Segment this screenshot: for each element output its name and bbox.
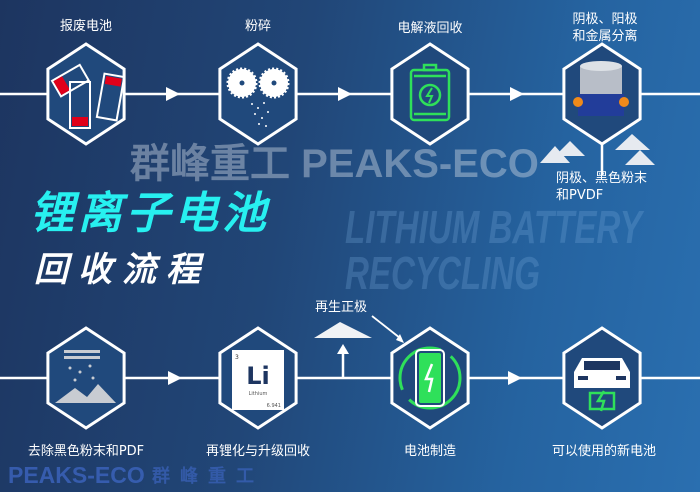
logo-cn: 群峰重工 [152,466,264,487]
arrow-icon [508,371,522,385]
arrow-icon [396,334,404,343]
separation-line2: 和金属分离 [572,29,638,44]
electrolyte-battery-icon [409,63,451,122]
step-label-separation: 阴极、阳极 和金属分离 [572,11,637,45]
bg-text-recycling: RECYCLING [345,247,541,299]
electric-car-icon [574,358,630,412]
powder-removal-icon [55,350,116,403]
step-label-manufacturing: 电池制造 [403,444,457,459]
branch-label-cathode: 阴极、黑色粉末 和PVDF [556,170,647,204]
step-label-electrolyte: 电解液回收 [397,21,463,36]
title-line2: 回收流程 [34,250,210,290]
arrow-icon [337,344,349,354]
bg-text-lithium-battery: LITHIUM BATTERY [345,201,642,253]
step-label-new-battery: 可以使用的新电池 [551,444,657,459]
watermark: 群峰重工 PEAKS-ECO [130,142,539,186]
branch-label-regenerated-cathode: 再生正极 [314,300,368,315]
step-label-powder-removal: 去除黑色粉末和PDF [27,444,145,459]
pointer-line [371,315,401,339]
step-label-used-batteries: 报废电池 [59,19,113,34]
arrow-icon [510,87,524,101]
step-label-relithiation: 再锂化与升级回收 [205,444,311,459]
element-name: Lithium [249,391,268,397]
logo-brand: PEAKS-ECO [8,462,145,488]
branch-line1: 阴极、黑色粉末 [556,171,648,186]
shredder-gears-icon [226,67,290,127]
element-mass: 6.941 [267,403,281,409]
regenerated-cathode-powder-icon [314,322,372,338]
separator-machine-icon [573,61,629,116]
powder-piles-icon [540,134,655,165]
battery-charging-icon [398,346,462,410]
separation-line1: 阴极、阳极 [572,12,638,27]
hexagon-frame [390,42,470,146]
step-label-shredding: 粉碎 [244,19,272,34]
used-batteries-icon [50,63,126,129]
branch-line2: 和PVDF [556,188,604,203]
element-number: 3 [235,354,239,361]
title-line1: 锂离子电池 [30,188,270,239]
element-symbol: Li [246,362,270,390]
arrow-icon [338,87,352,101]
arrow-icon [166,87,180,101]
lithium-element-icon: 3 Li Lithium 6.941 [232,350,284,410]
hexagon-frame [46,326,126,430]
arrow-icon [168,371,182,385]
